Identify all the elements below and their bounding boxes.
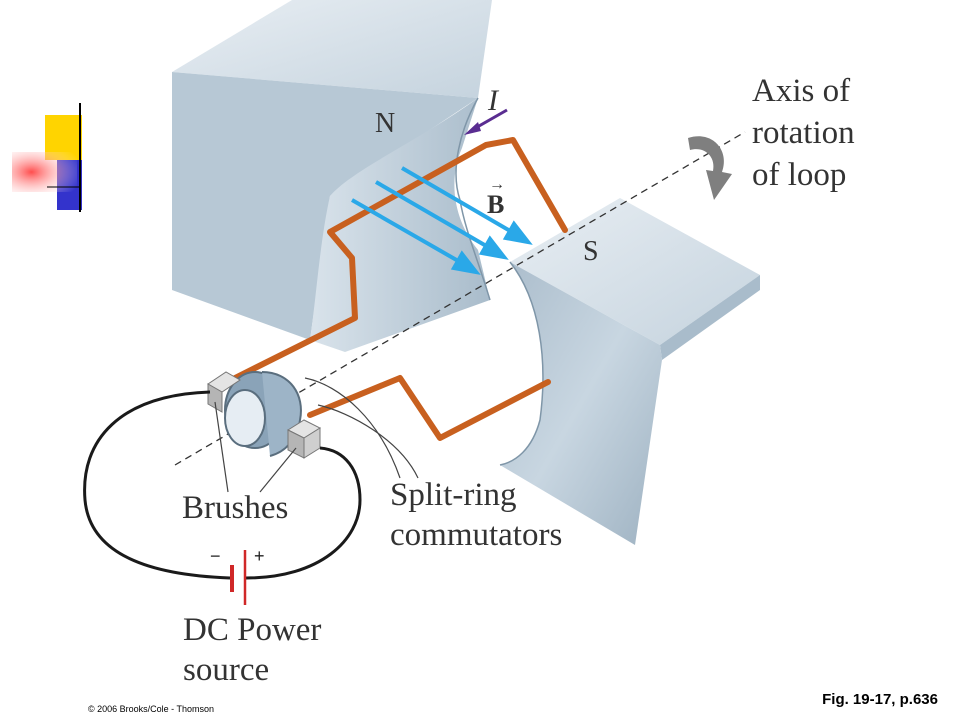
copyright-notice: © 2006 Brooks/Cole - Thomson bbox=[88, 704, 215, 714]
current-label: I bbox=[488, 84, 498, 117]
current-loop-wire bbox=[232, 137, 568, 441]
south-pole-label: S bbox=[583, 236, 599, 267]
power-label-line1: DC Power bbox=[183, 612, 322, 648]
label-pointer-lines bbox=[214, 377, 419, 493]
axis-label-line1: Axis of bbox=[752, 73, 851, 109]
power-label-line2: source bbox=[183, 652, 270, 688]
current-arrow bbox=[464, 108, 508, 135]
split-ring-commutator bbox=[224, 371, 302, 457]
brush-left bbox=[207, 371, 241, 413]
dc-battery bbox=[230, 550, 247, 605]
vector-arrow-icon: → bbox=[489, 176, 505, 193]
magnetic-field-arrows bbox=[351, 166, 533, 275]
battery-plus-sign: + bbox=[254, 546, 265, 566]
field-label: → B bbox=[487, 176, 505, 220]
external-circuit-wire bbox=[83, 390, 362, 580]
brushes-label: Brushes bbox=[182, 490, 289, 526]
axis-label-line3: of loop bbox=[752, 157, 847, 193]
north-magnet bbox=[172, 0, 492, 352]
brush-right bbox=[286, 419, 322, 459]
south-magnet bbox=[499, 198, 760, 545]
commutator-label-line1: Split-ring bbox=[390, 477, 517, 513]
figure-caption: Fig. 19-17, p.636 bbox=[822, 691, 938, 708]
battery-minus-sign: − bbox=[210, 546, 221, 566]
rotation-arrow-icon bbox=[688, 136, 732, 200]
slide-ornament bbox=[12, 103, 82, 212]
axis-label-line2: rotation bbox=[752, 115, 855, 151]
north-pole-label: N bbox=[375, 108, 396, 139]
commutator-label-line2: commutators bbox=[390, 517, 563, 553]
